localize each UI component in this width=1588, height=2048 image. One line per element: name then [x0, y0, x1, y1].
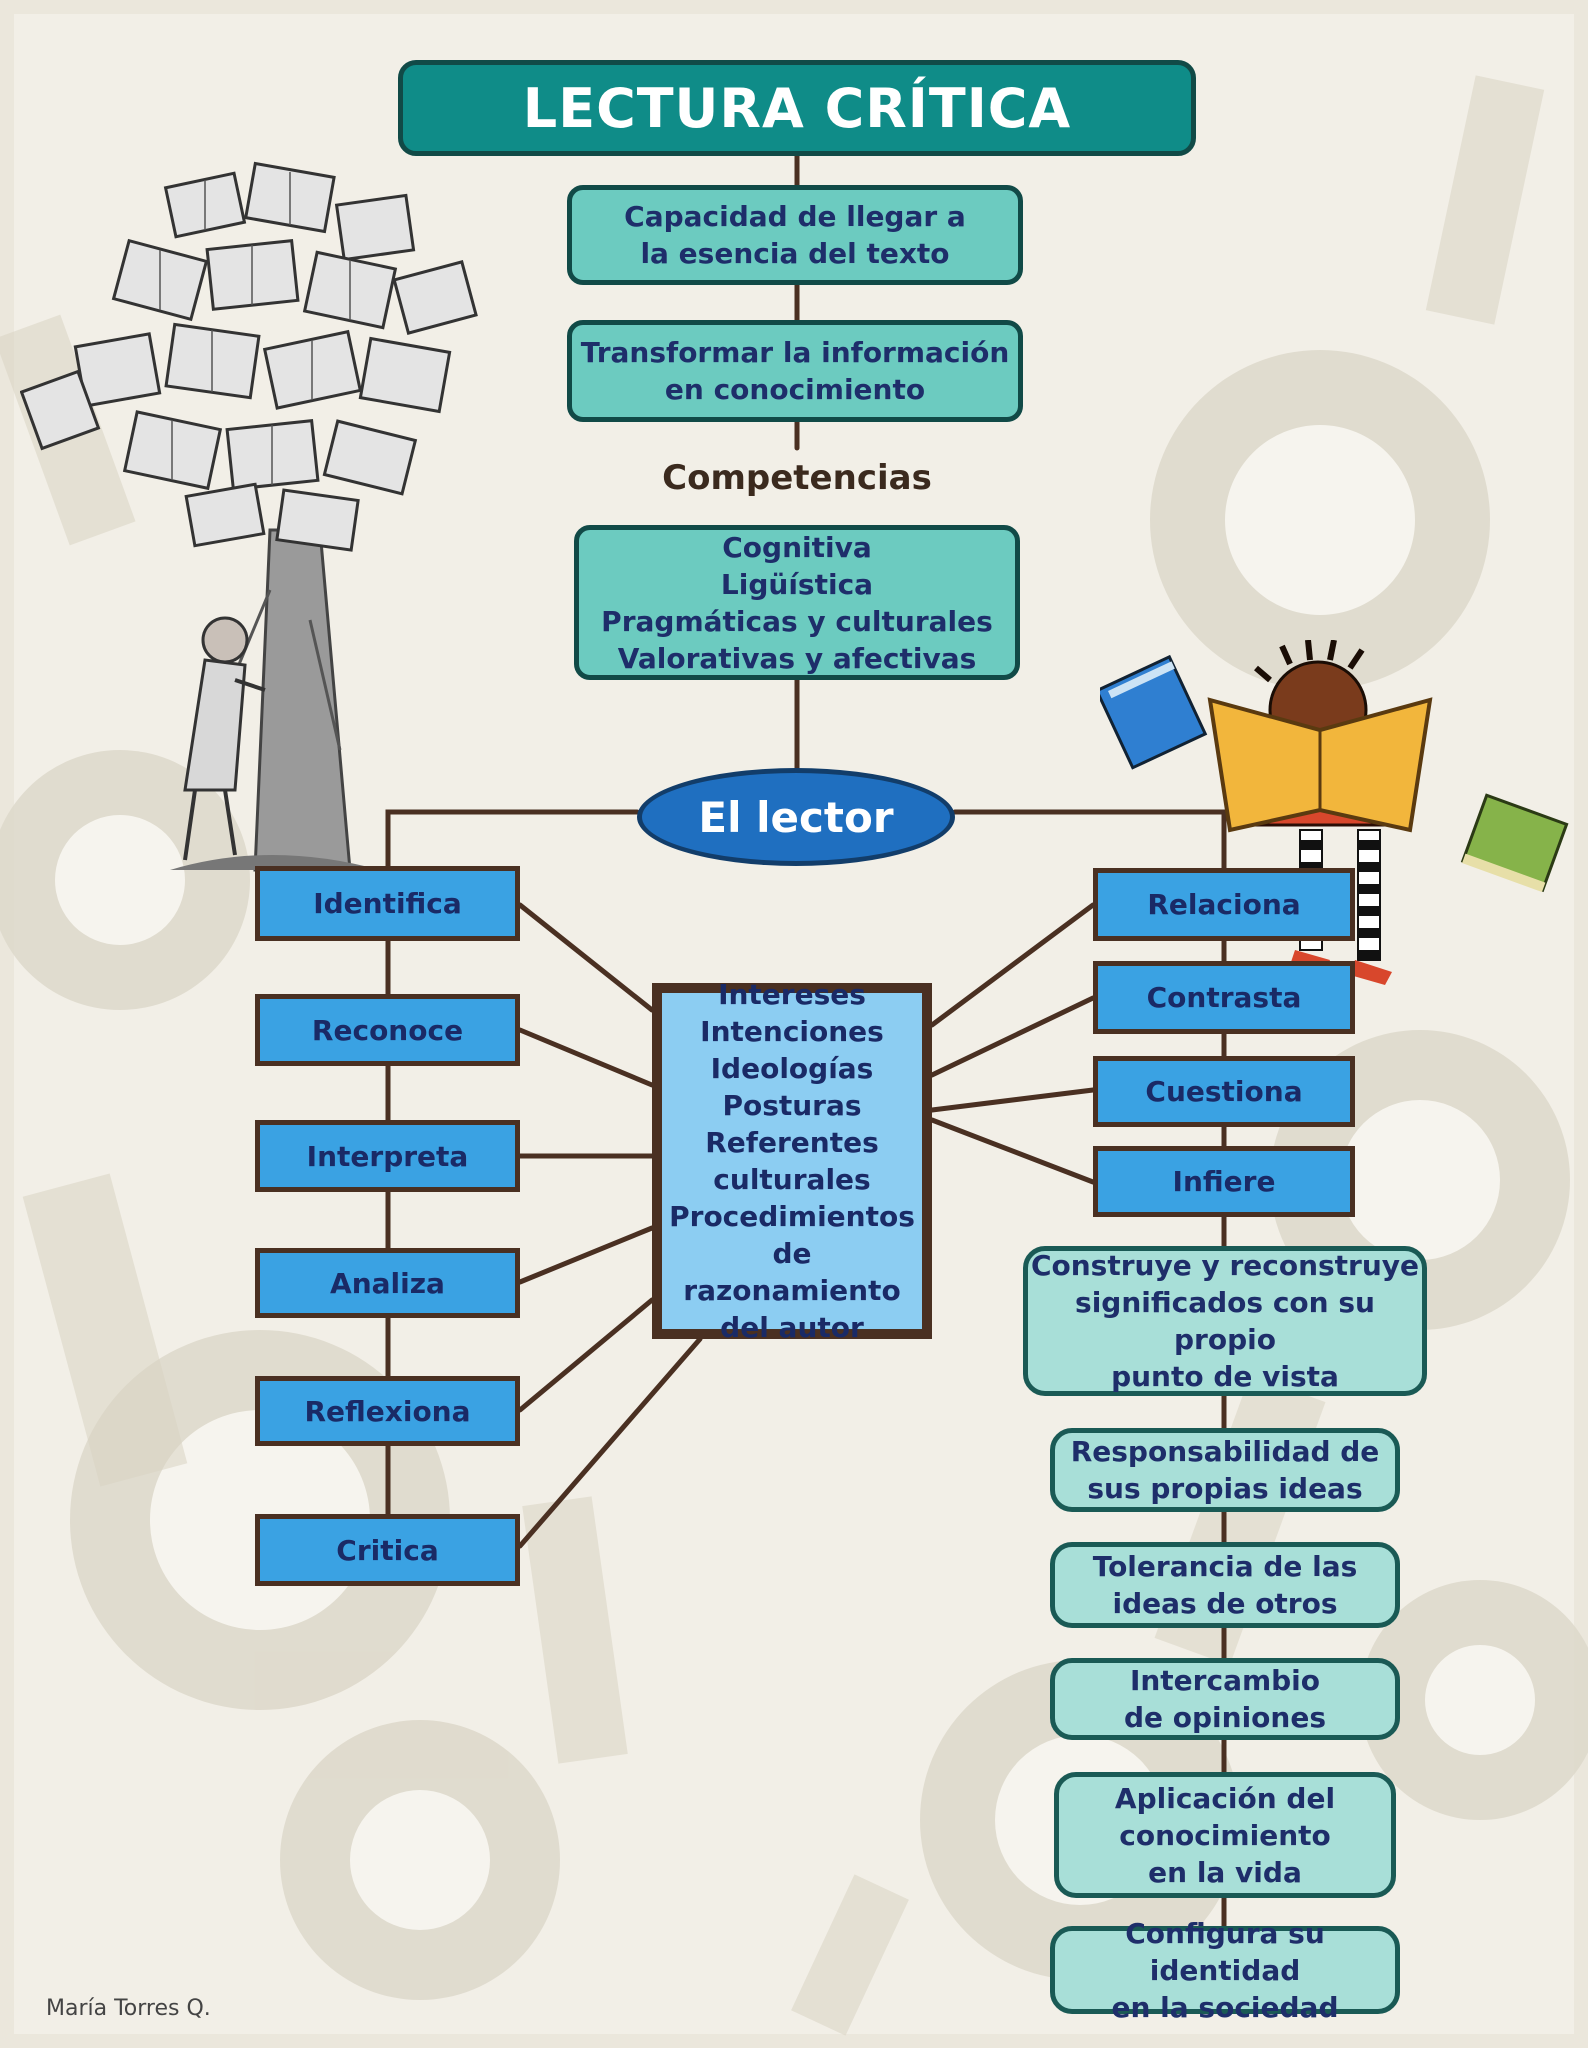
outcome-intercambio: Intercambio de opiniones [1050, 1658, 1400, 1740]
competencias-label: Competencias [662, 458, 932, 498]
outcome-aplicacion: Aplicación del conocimiento en la vida [1054, 1772, 1396, 1898]
action-analiza: Analiza [255, 1248, 520, 1318]
action-interpreta: Interpreta [255, 1120, 520, 1192]
action-contrasta: Contrasta [1093, 961, 1355, 1034]
book-tree-illustration [20, 161, 478, 872]
el-lector-node: El lector [637, 768, 955, 866]
definition-box-essence: Capacidad de llegar a la esencia del tex… [567, 185, 1023, 285]
outcome-construye: Construye y reconstruye significados con… [1023, 1246, 1427, 1396]
action-identifica: Identifica [255, 866, 520, 941]
girl-reading-illustration [1100, 640, 1569, 985]
action-relaciona: Relaciona [1093, 868, 1355, 941]
action-infiere: Infiere [1093, 1146, 1355, 1217]
outcome-tolerancia: Tolerancia de las ideas de otros [1050, 1542, 1400, 1628]
outcome-responsabilidad: Responsabilidad de sus propias ideas [1050, 1428, 1400, 1512]
definition-box-transform: Transformar la información en conocimien… [567, 320, 1023, 422]
diagram-title: LECTURA CRÍTICA [398, 60, 1196, 156]
action-reflexiona: Reflexiona [255, 1376, 520, 1446]
competencias-box: Cognitiva Ligüística Pragmáticas y cultu… [574, 525, 1020, 680]
author-aspects-box: Intereses Intenciones Ideologías Postura… [652, 978, 932, 1344]
outcome-configura: Configura su identidad en la sociedad [1050, 1917, 1400, 2024]
action-cuestiona: Cuestiona [1093, 1056, 1355, 1127]
action-critica: Critica [255, 1514, 520, 1586]
author-credit: María Torres Q. [46, 1996, 211, 2021]
action-reconoce: Reconoce [255, 994, 520, 1066]
